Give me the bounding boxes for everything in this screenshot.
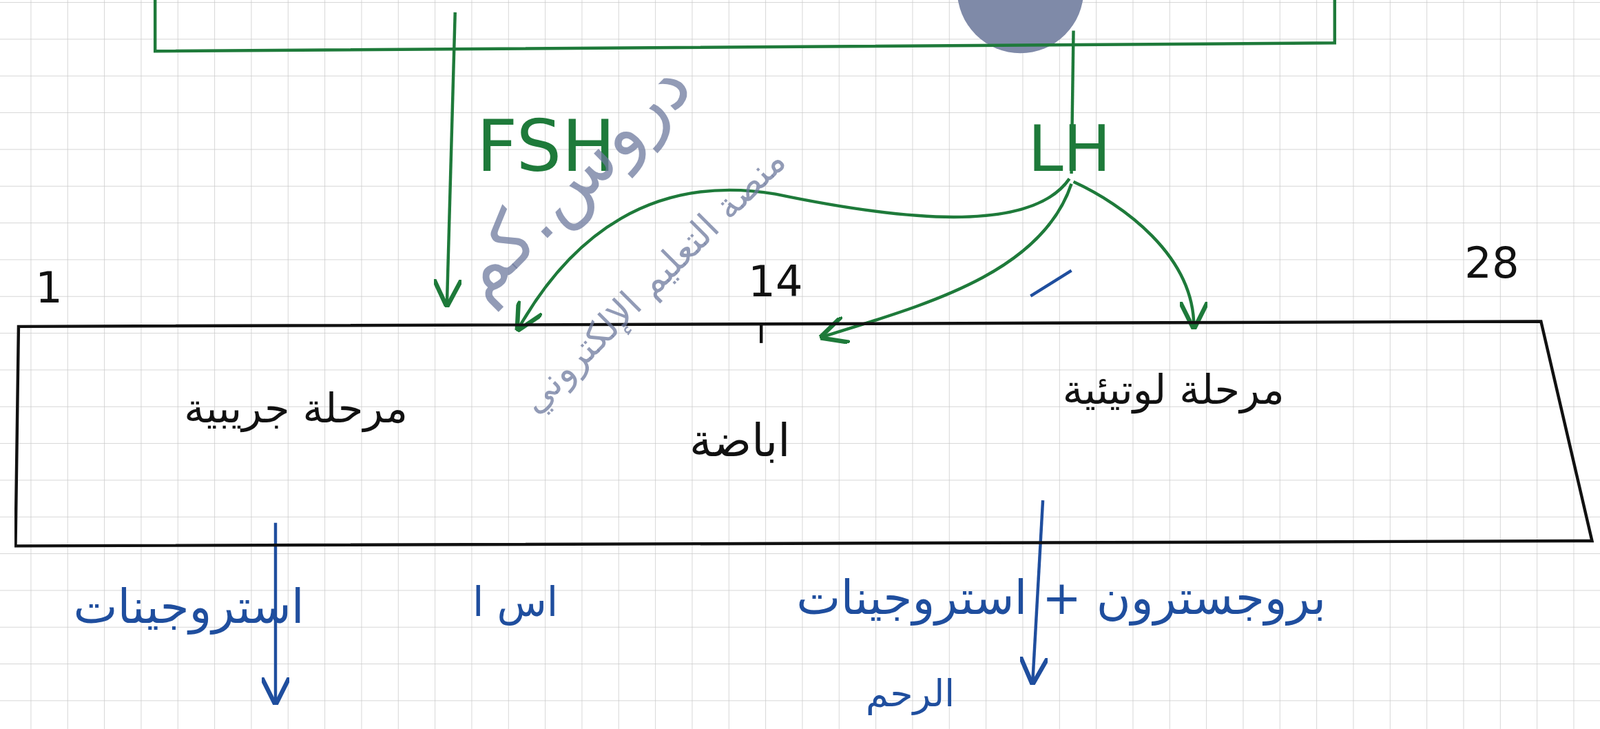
hormone-label: استروجينات	[73, 581, 304, 633]
phase-label: اباضة	[689, 416, 791, 466]
phase-label: مرحلة لوتيئية	[1062, 367, 1285, 412]
pituitary-box	[154, 0, 1335, 51]
day-number: 14	[747, 258, 803, 306]
hormone-label: بروجسترون + استروجينات	[796, 572, 1326, 625]
day-number: 28	[1464, 239, 1519, 287]
phase-label: مرحلة جريبية	[183, 385, 408, 431]
tick-mark	[759, 324, 763, 344]
target-organ: الرحم	[865, 673, 955, 715]
lh-arrow-right	[1073, 181, 1195, 327]
lh-stroke	[1030, 270, 1072, 297]
hormone-label: اس ا	[472, 579, 558, 625]
day-number: 1	[35, 264, 63, 312]
lh-arrow-middle	[822, 183, 1072, 337]
cycle-band: مرحلة جريبية اباضة مرحلة لوتيئية	[14, 318, 1594, 549]
band-outline	[14, 318, 1594, 549]
hormone-label: LH	[1028, 114, 1111, 184]
